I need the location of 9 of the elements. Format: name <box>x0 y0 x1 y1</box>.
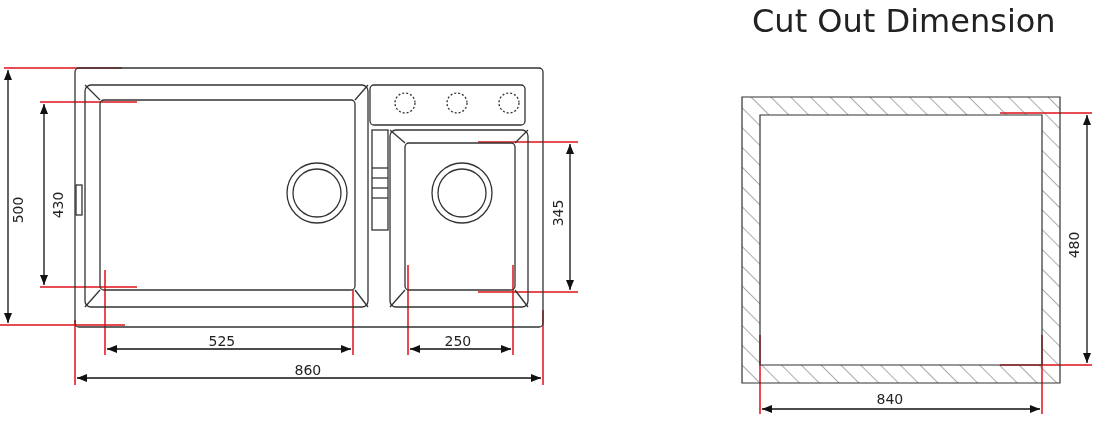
dimension-label: 250 <box>444 333 472 349</box>
dimension-label: 840 <box>876 391 904 407</box>
dimension-label: 480 <box>1065 231 1082 259</box>
heading: Cut Out Dimension <box>752 2 1056 40</box>
dimension-label: 500 <box>9 196 26 224</box>
dimension-label: 345 <box>549 199 566 227</box>
dimension-label: 860 <box>294 362 322 378</box>
dimension-label: 525 <box>208 333 236 349</box>
dimension-label: 430 <box>49 191 66 219</box>
